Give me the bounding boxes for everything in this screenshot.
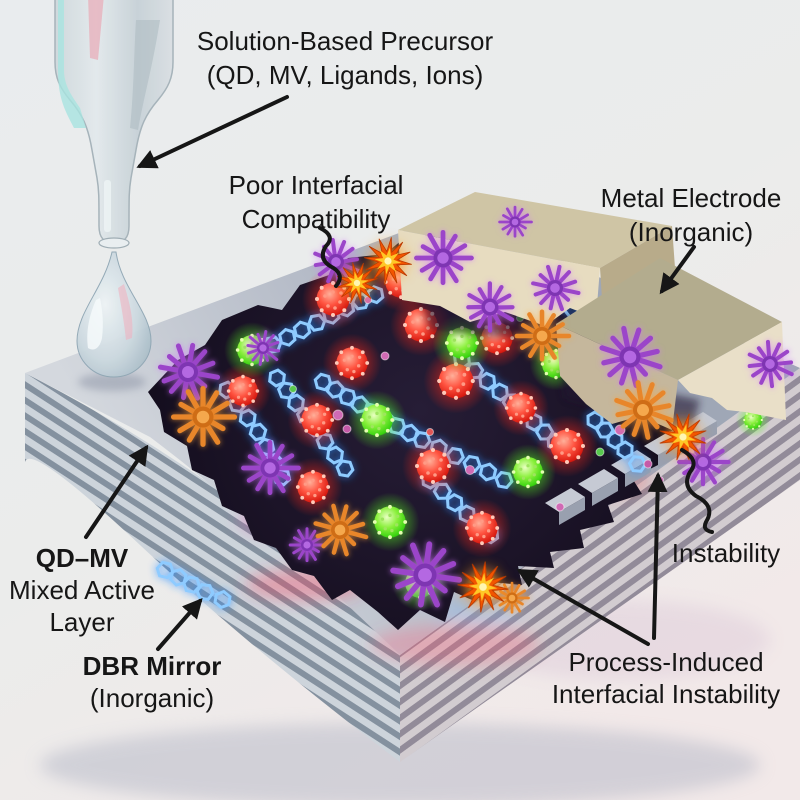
pipette-cyan-streak: [58, 0, 86, 128]
squiggle-instability: [680, 448, 714, 534]
ion-dot: [465, 465, 475, 475]
pipette-inner-shade: [130, 20, 160, 130]
ion-dot: [555, 502, 565, 512]
arrow-qdmv-layer: [84, 444, 149, 539]
squiggle-poor-interfacial: [318, 226, 342, 288]
dbr-left-face: [25, 373, 400, 762]
arrow-process-vertical: [647, 472, 668, 640]
label-poor-interfacial-2: Compatibility: [242, 204, 391, 234]
ion-dot: [289, 385, 297, 393]
label-process-2: Interfacial Instability: [552, 679, 780, 709]
pipette-group: [54, 0, 174, 378]
label-dbr-1: DBR Mirror: [83, 651, 222, 681]
arrow-precursor: [136, 95, 289, 169]
label-qdmv-2: Mixed Active: [9, 575, 155, 605]
qd-green-particle: [360, 492, 420, 552]
arrow-dbr-mirror: [156, 597, 203, 651]
step-front: [559, 497, 585, 525]
ion-dot: [426, 428, 434, 436]
ion-dot: [595, 447, 605, 457]
label-instability: Instability: [672, 538, 780, 568]
qd-green-particle: [500, 444, 556, 500]
qd-red-particle: [452, 498, 512, 558]
label-metal-electrode-2: (Inorganic): [629, 217, 753, 247]
step-front: [592, 478, 618, 506]
ion-dot: [342, 424, 352, 434]
pipette-pink-streak: [88, 0, 104, 60]
pipette-stem-highlight: [104, 180, 111, 232]
qd-red-particle: [322, 333, 382, 393]
ion-dot: [643, 459, 653, 469]
label-metal-electrode-1: Metal Electrode: [601, 183, 782, 213]
ion-dot: [332, 409, 344, 421]
droplet-contact-shadow: [78, 373, 146, 391]
label-poor-interfacial-1: Poor Interfacial: [229, 170, 404, 200]
step-front: [658, 440, 684, 468]
qd-red-particle: [493, 380, 549, 436]
droplet-highlight: [87, 298, 103, 350]
step-top: [578, 469, 618, 493]
droplet-pink-streak: [118, 284, 133, 340]
label-qdmv-1: QD–MV: [36, 543, 129, 573]
arrow-process-diagonal: [516, 569, 650, 646]
step-top: [545, 488, 585, 512]
label-precursor-1: Solution-Based Precursor: [197, 26, 494, 56]
label-dbr-2: (Inorganic): [90, 683, 214, 713]
ion-dot: [380, 351, 390, 361]
qd-green-particle: [347, 390, 407, 450]
label-qdmv-3: Layer: [49, 607, 114, 637]
qd-red-particle: [402, 435, 464, 497]
arrow-metal-electrode: [659, 245, 696, 295]
label-precursor-2: (QD, MV, Ligands, Ions): [207, 60, 484, 90]
annotations: Solution-Based Precursor (QD, MV, Ligand…: [9, 26, 781, 713]
pipette-tip-opening: [98, 237, 130, 249]
label-process-1: Process-Induced: [568, 647, 763, 677]
